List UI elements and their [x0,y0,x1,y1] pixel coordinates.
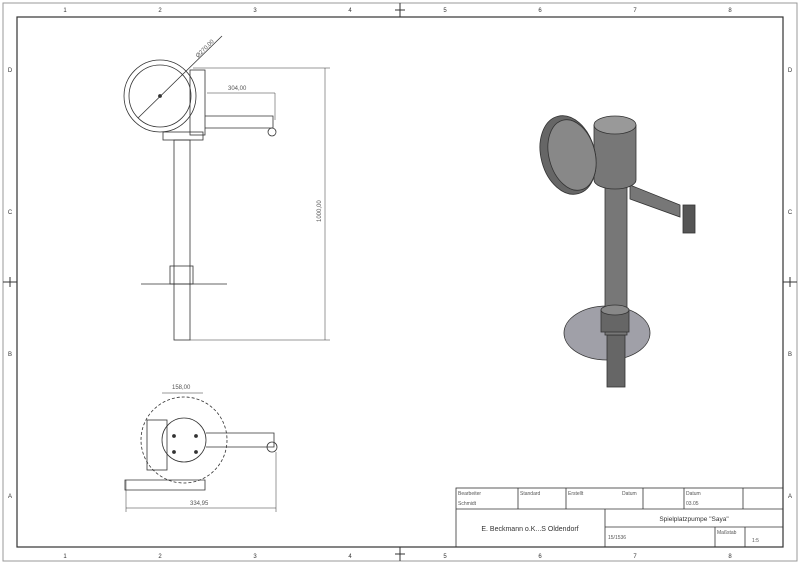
dim-height: 1000,00 [317,200,323,222]
tb-company: E. Beckmann o.K...S Oldendorf [481,526,578,533]
column-label: 8 [728,554,732,560]
column-label: 1 [63,554,67,560]
tb-label-4: Datum [622,491,637,497]
row-label: B [8,352,12,358]
tb-drawn-by: Schmidt [458,501,477,507]
column-label: 3 [253,554,257,560]
row-label: C [8,210,13,216]
dim-total-width: 334,95 [190,501,209,507]
tb-title: Spielplatzpumpe "Saya" [659,516,729,523]
column-label: 2 [158,554,162,560]
center-mark-right [783,277,797,287]
column-label: 7 [633,8,637,14]
column-label: 6 [538,8,542,14]
center-mark-bottom [395,547,405,561]
column-label: 1 [63,8,67,14]
top-view [124,392,278,512]
dim-top-width: 158,00 [172,385,191,391]
dim-diameter: Ø270,00 [195,38,216,59]
row-label: B [788,352,792,358]
row-label: D [788,68,793,74]
center-mark-top [395,3,405,17]
column-label: 6 [538,554,542,560]
tb-label-3: Erstellt [568,491,584,497]
column-label: 3 [253,8,257,14]
column-label: 5 [443,554,447,560]
tb-drawing-number: 15/1536 [608,535,626,541]
row-label: A [788,494,792,500]
drawing-frame [16,16,784,548]
tb-scale-label: Maßstab [717,530,737,536]
column-label: 4 [348,8,352,14]
column-label: 8 [728,8,732,14]
dim-arm-length: 304,00 [228,86,247,92]
column-label: 4 [348,554,352,560]
tb-date: 03.05 [686,501,699,507]
front-view [123,35,330,341]
tb-label-5: Datum [686,491,701,497]
column-label: 2 [158,8,162,14]
column-label: 7 [633,554,637,560]
row-label: D [8,68,13,74]
row-label: A [8,494,12,500]
row-label: C [788,210,793,216]
column-label: 5 [443,8,447,14]
title-block [455,487,784,548]
tb-label-1: Bearbeiter [458,491,481,497]
tb-label-2: Standard [520,491,541,497]
center-mark-left [3,277,17,287]
tb-scale: 1:5 [752,538,759,544]
isometric-view [539,115,696,388]
